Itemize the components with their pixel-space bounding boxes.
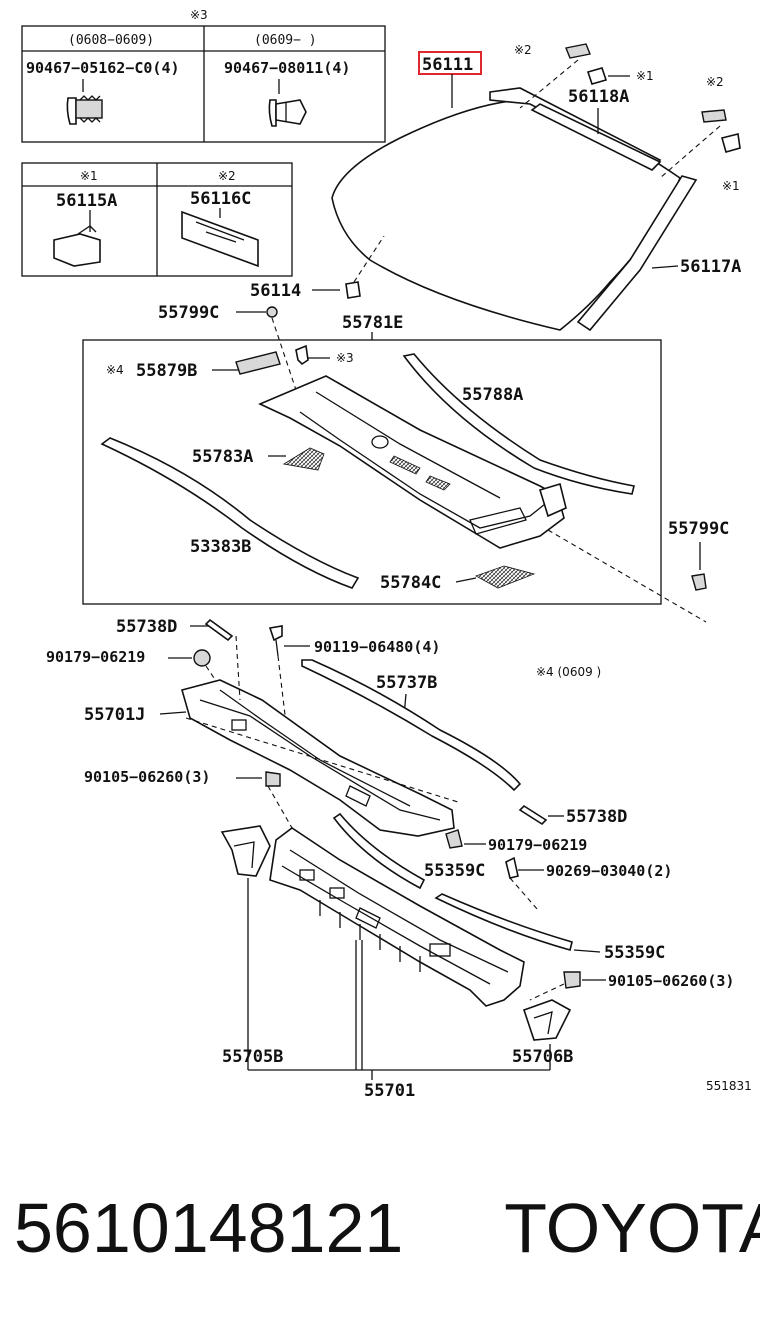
cowl-subassembly-box xyxy=(82,339,662,605)
label-90119: 90119−06480(4) xyxy=(314,638,440,656)
rod-55737B xyxy=(301,659,522,792)
side-moulding xyxy=(576,175,698,332)
lower-cowl-55701J xyxy=(181,679,455,837)
spacer-pad-icon xyxy=(181,208,259,268)
cowl-top-panel-55701 xyxy=(269,827,525,1007)
legend-col2-marker: ※2 xyxy=(218,169,236,183)
clip-56114 xyxy=(345,281,361,299)
label-53383B: 53383B xyxy=(190,537,251,557)
highlight-box xyxy=(418,51,482,75)
bolt-90105-a xyxy=(265,771,281,787)
brand-name: TOYOTA xyxy=(504,1189,760,1267)
spacer-2a xyxy=(565,43,591,59)
mesh-55784C xyxy=(475,565,536,589)
label-55701J: 55701J xyxy=(84,705,145,725)
marker-2a: ※2 xyxy=(514,43,532,57)
bracket-55705B xyxy=(220,825,271,877)
label-90179-b: 90179−06219 xyxy=(488,836,587,854)
legend-marker-3: ※3 xyxy=(190,8,208,22)
bracket-55706B xyxy=(522,999,572,1041)
part-number-footer: 5610148121 TOYOTA xyxy=(14,1188,760,1278)
push-clip-icon xyxy=(66,79,103,125)
clip-1b xyxy=(721,133,741,153)
cowl-louver-55781E xyxy=(258,375,567,549)
nut-90179-b xyxy=(445,829,463,849)
note-4: ※4 (0609 ) xyxy=(536,665,601,679)
label-55738D-a: 55738D xyxy=(116,617,177,637)
label-55788A: 55788A xyxy=(462,385,523,405)
seal-55788A xyxy=(402,353,635,495)
clip-1a xyxy=(586,67,608,85)
legend-col1-part: 56115A xyxy=(56,191,117,211)
retainer-clip-icon xyxy=(268,79,307,127)
label-55737B: 55737B xyxy=(376,673,437,693)
seal-55359C-b xyxy=(434,893,573,951)
label-55738D-b: 55738D xyxy=(566,807,627,827)
legend-col1-part: 90467−05162−C0(4) xyxy=(26,59,180,77)
windshield-glass xyxy=(331,99,681,331)
label-90269: 90269−03040(2) xyxy=(546,862,672,880)
label-55784C: 55784C xyxy=(380,573,441,593)
mesh-55783A xyxy=(282,447,325,471)
label-55706B: 55706B xyxy=(512,1047,573,1067)
legend-col2-part: 90467−08011(4) xyxy=(224,59,350,77)
rod-55738D-a xyxy=(204,618,234,642)
exploded-parts-diagram: ※3 (0608−0609) (0609− ) 90467−05162−C0(4… xyxy=(21,8,752,1101)
label-55705B: 55705B xyxy=(222,1047,283,1067)
label-56114: 56114 xyxy=(250,281,301,301)
legend-col2-part: 56116C xyxy=(190,189,251,209)
seal-55879B xyxy=(235,351,281,375)
marker-4: ※4 xyxy=(106,363,124,377)
label-56118A: 56118A xyxy=(568,87,629,107)
diagram-ref-number: 551831 xyxy=(706,1079,752,1093)
clip-3 xyxy=(295,344,309,366)
clip-55799C-b xyxy=(691,573,707,591)
seal-53383B xyxy=(100,437,360,589)
legend-table-fasteners: ※3 (0608−0609) (0609− ) 90467−05162−C0(4… xyxy=(21,8,386,143)
marker-3: ※3 xyxy=(336,351,354,365)
label-55701: 55701 xyxy=(364,1081,415,1101)
seal-55359C-a xyxy=(332,812,426,890)
rod-55738D-b xyxy=(518,804,548,826)
label-55359C-b: 55359C xyxy=(604,943,665,963)
label-55799C-b: 55799C xyxy=(668,519,729,539)
legend-col1-marker: ※1 xyxy=(80,169,98,183)
nut-90179-a xyxy=(193,649,211,667)
clip-90269 xyxy=(505,856,519,879)
label-56111: 56111 xyxy=(422,55,473,75)
label-90105-a: 90105−06260(3) xyxy=(84,768,210,786)
label-90105-b: 90105−06260(3) xyxy=(608,972,734,990)
label-56117A: 56117A xyxy=(680,257,741,277)
marker-1b: ※1 xyxy=(722,179,740,193)
label-55781E: 55781E xyxy=(342,313,403,333)
label-55359C-a: 55359C xyxy=(424,861,485,881)
spacer-2b xyxy=(701,109,727,123)
spacer-clip-icon xyxy=(53,210,101,267)
label-55783A: 55783A xyxy=(192,447,253,467)
label-55799C-a: 55799C xyxy=(158,303,219,323)
bolt-90119 xyxy=(268,625,283,642)
bolt-90105-b xyxy=(563,971,581,989)
marker-2b: ※2 xyxy=(706,75,724,89)
label-55879B: 55879B xyxy=(136,361,197,381)
legend-table-spacers: ※1 ※2 56115A 56116C xyxy=(21,162,293,277)
marker-1a: ※1 xyxy=(636,69,654,83)
part-number: 5610148121 xyxy=(14,1189,404,1267)
legend-col2-header: (0609− ) xyxy=(254,33,317,48)
upper-moulding xyxy=(489,87,662,171)
clip-55799C-a xyxy=(266,306,278,318)
legend-col1-header: (0608−0609) xyxy=(68,33,154,48)
label-90179-a: 90179−06219 xyxy=(46,648,145,666)
